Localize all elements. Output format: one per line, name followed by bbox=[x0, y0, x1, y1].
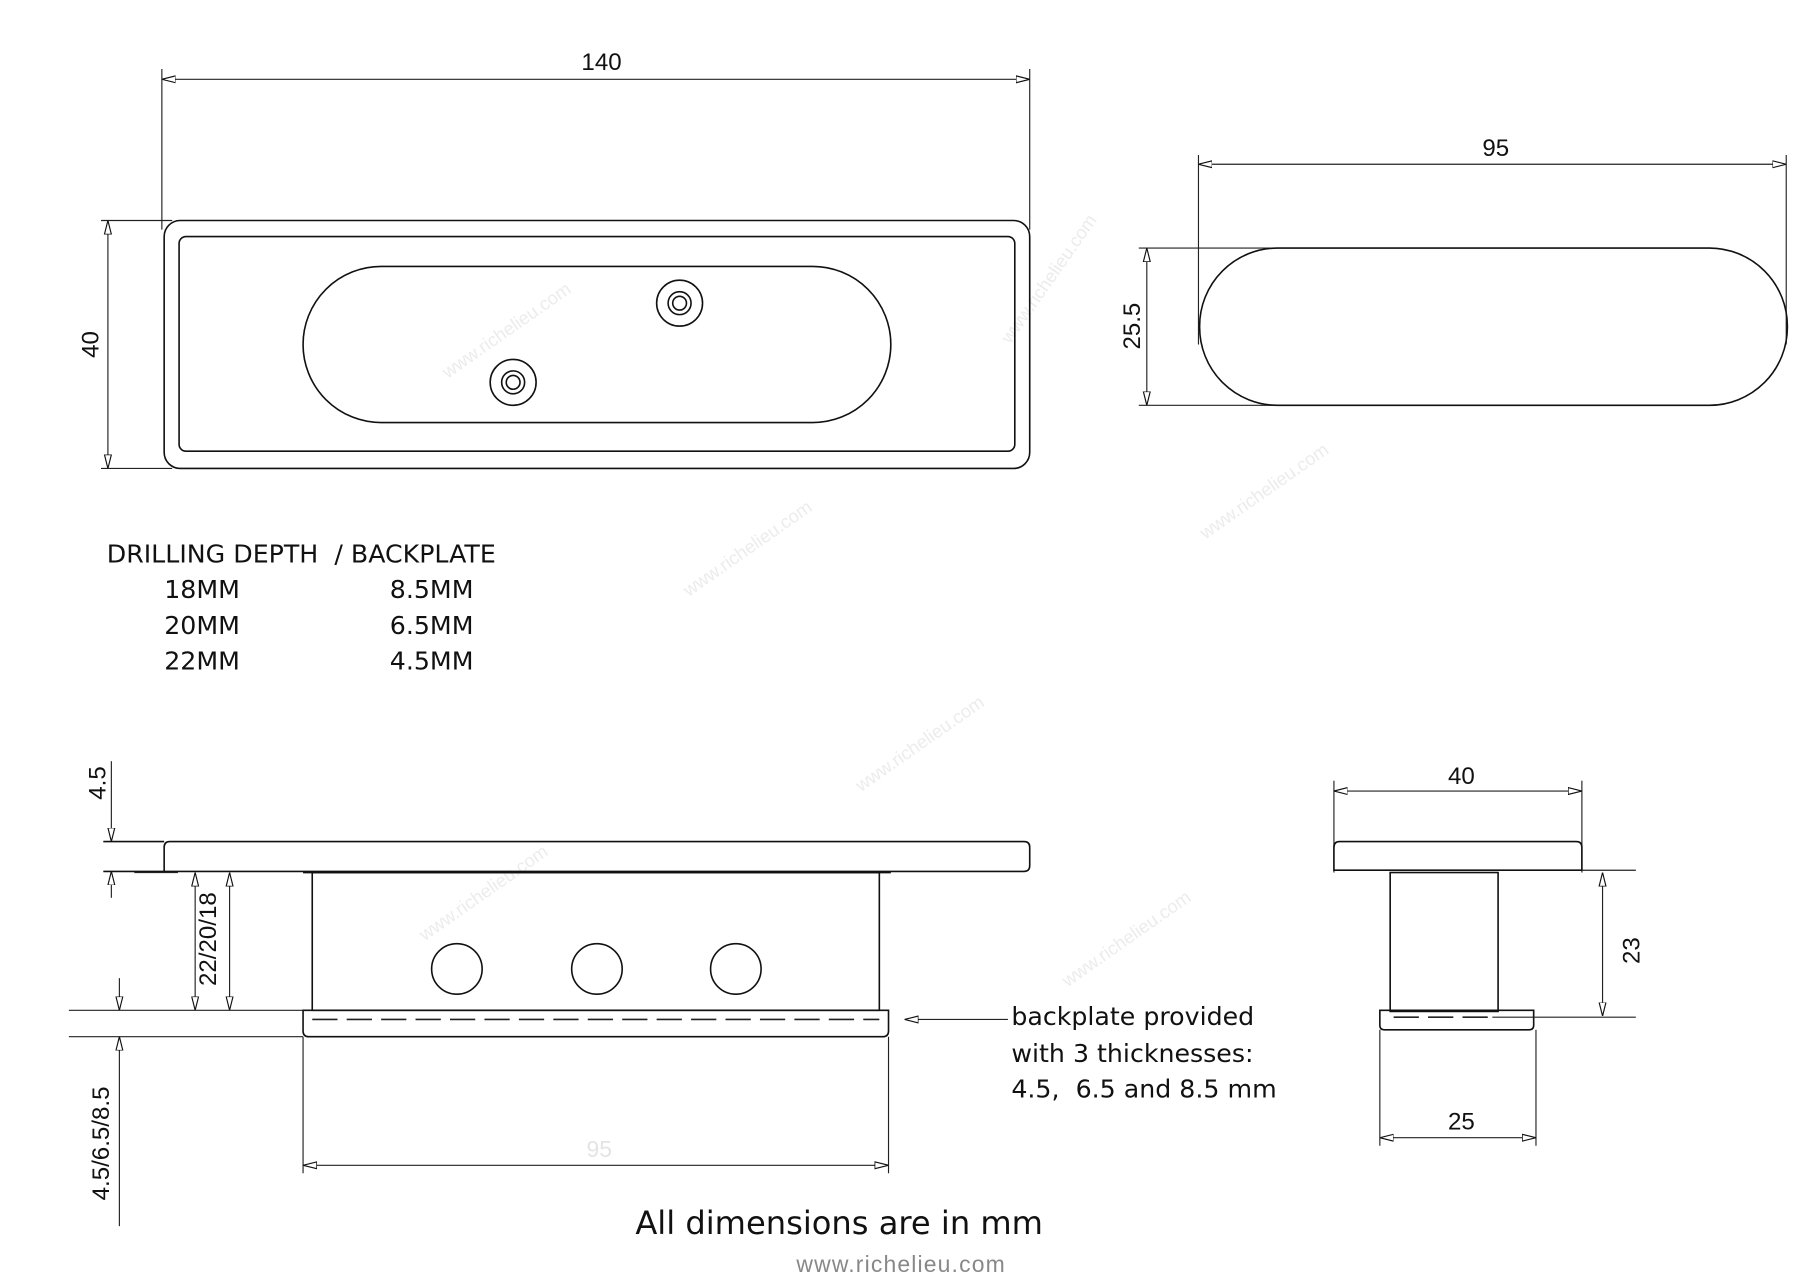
watermark: www.richelieu.com bbox=[996, 210, 1101, 347]
table-header: DRILLING DEPTH / BACKPLATE bbox=[107, 540, 496, 569]
website-url: www.richelieu.com bbox=[795, 1251, 1005, 1277]
front-view: 4.5 22/20/18 4.5/6.5/8.5 95 backplate pr… bbox=[68, 761, 1277, 1227]
top-thickness-dimension: 4.5 bbox=[85, 766, 112, 800]
backplate-thickness-dimension: 4.5/6.5/8.5 bbox=[88, 1087, 115, 1201]
end-view: 40 23 25 bbox=[1333, 763, 1645, 1146]
bottom-width-dimension-25: 25 bbox=[1448, 1109, 1475, 1136]
table-cell-depth: 18MM bbox=[164, 575, 240, 604]
width-dimension-95: 95 bbox=[1482, 135, 1509, 162]
watermark: www.richelieu.com bbox=[678, 496, 815, 601]
height-dimension-23: 23 bbox=[1618, 937, 1645, 964]
top-view: 140 40 bbox=[78, 49, 1031, 470]
watermark: www.richelieu.com bbox=[414, 840, 551, 945]
width-dimension-140: 140 bbox=[581, 49, 621, 76]
watermark: www.richelieu.com bbox=[1057, 886, 1194, 991]
side-view: 95 25.5 bbox=[1119, 135, 1789, 407]
height-dimension-25-5: 25.5 bbox=[1119, 303, 1146, 350]
backplate-note: backplate provided bbox=[1011, 1002, 1254, 1031]
backplate-note: 4.5, 6.5 and 8.5 mm bbox=[1011, 1075, 1276, 1104]
backplate-note: with 3 thicknesses: bbox=[1011, 1039, 1253, 1068]
units-note: All dimensions are in mm bbox=[635, 1204, 1043, 1242]
top-width-dimension-40: 40 bbox=[1448, 763, 1475, 790]
table-cell-depth: 20MM bbox=[164, 611, 240, 640]
height-dimension-40: 40 bbox=[78, 331, 105, 358]
watermarks: www.richelieu.com www.richelieu.com www.… bbox=[414, 210, 1332, 991]
table-cell-backplate: 8.5MM bbox=[390, 575, 474, 604]
watermark: www.richelieu.com bbox=[1195, 439, 1332, 544]
table-cell-backplate: 6.5MM bbox=[390, 611, 474, 640]
drilling-depth-dimension: 22/20/18 bbox=[195, 892, 222, 986]
watermark: www.richelieu.com bbox=[850, 691, 987, 796]
width-dimension-95-faded: 95 bbox=[586, 1136, 612, 1162]
table-cell-depth: 22MM bbox=[164, 646, 240, 675]
watermark: www.richelieu.com bbox=[437, 278, 574, 383]
table-cell-backplate: 4.5MM bbox=[390, 646, 474, 675]
drilling-depth-table: DRILLING DEPTH / BACKPLATE 18MM 8.5MM 20… bbox=[107, 540, 496, 676]
